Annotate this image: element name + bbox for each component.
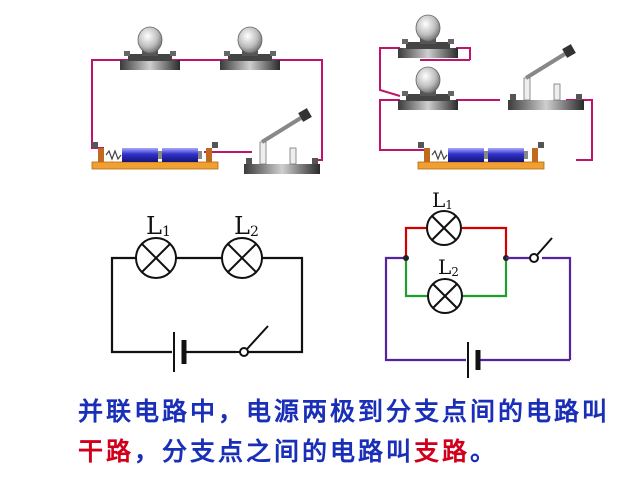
label-left-l2: L2	[234, 212, 259, 240]
knife-switch	[242, 106, 322, 176]
branch-2-wires	[404, 258, 508, 298]
series-wires	[91, 59, 323, 161]
caption-trunk-term: 干路	[78, 437, 135, 466]
battery-pack	[91, 141, 219, 170]
lamp-symbol-2	[221, 237, 263, 279]
series-schematic: L1 L2	[110, 212, 304, 372]
lamp-symbol-4	[427, 278, 463, 314]
lamp-symbol-1	[135, 237, 177, 279]
branch-1-wires	[404, 226, 508, 258]
label-left-l1: L1	[146, 212, 171, 240]
caption-branch-term: 支路	[414, 437, 471, 466]
lamp-symbol-3	[426, 210, 462, 246]
switch-symbol	[236, 325, 269, 357]
knife-switch-2	[506, 42, 586, 112]
caption-part-3: 。	[470, 437, 499, 466]
switch-symbol-2	[506, 237, 553, 263]
battery-pack-2	[417, 141, 545, 170]
trunk-wires	[384, 256, 572, 362]
caption-part-2: ，分支点之间的电路叫	[134, 437, 415, 466]
lamp-stand-3	[397, 14, 459, 59]
series-apparatus	[91, 26, 323, 176]
battery-symbol-2	[467, 342, 481, 378]
battery-symbol	[173, 332, 187, 372]
label-right-l2: L2	[438, 255, 459, 279]
caption-part-1: 并联电路中，电源两极到分支点间的电路叫	[78, 397, 611, 426]
explanation-caption: 并联电路中，电源两极到分支点间的电路叫干路，分支点之间的电路叫支路。	[78, 392, 638, 472]
lamp-stand-1	[119, 26, 181, 71]
parallel-schematic: L1 L2	[384, 188, 572, 378]
junction-left	[403, 255, 409, 261]
series-schematic-wires	[110, 256, 304, 354]
lamp-stand-4	[397, 66, 459, 111]
parallel-apparatus	[379, 14, 593, 170]
lamp-stand-2	[219, 26, 281, 71]
parallel-wires	[379, 47, 593, 161]
label-right-l1: L1	[432, 188, 453, 212]
